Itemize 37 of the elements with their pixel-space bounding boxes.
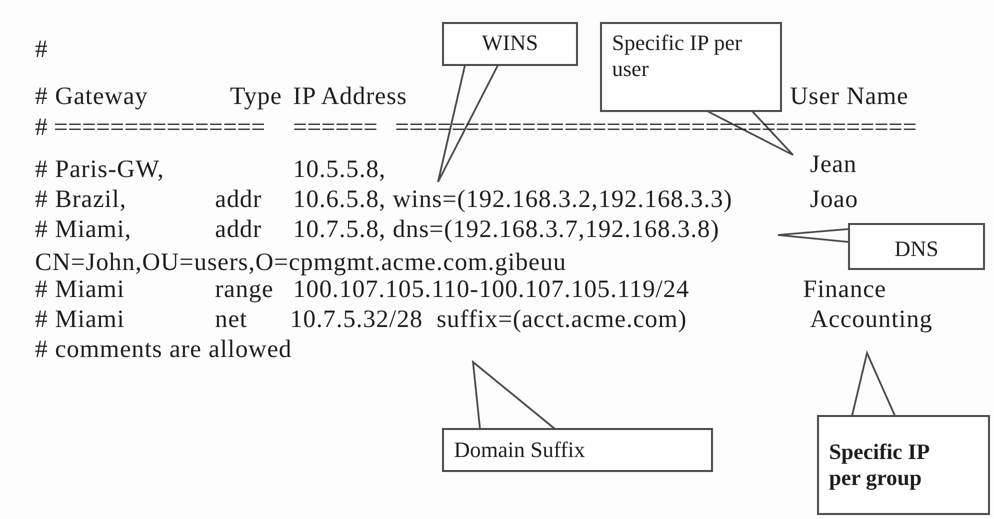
- config-text: # Miami,: [35, 215, 132, 245]
- config-text: Finance: [803, 275, 886, 305]
- config-text: Jean: [810, 150, 857, 180]
- config-text: # comments are allowed: [35, 335, 292, 365]
- config-text: # Paris-GW,: [35, 155, 164, 185]
- callout-text: Specific IP per group: [829, 439, 930, 491]
- config-text: 100.107.105.110-100.107.105.119/24: [293, 276, 690, 305]
- config-text: addr: [215, 185, 262, 215]
- config-text: Joao: [810, 185, 858, 215]
- callout-text: WINS: [482, 30, 538, 56]
- config-text: 10.5.5.8,: [293, 155, 386, 185]
- config-text: Accounting: [810, 305, 933, 335]
- config-text: # Gateway: [35, 82, 148, 112]
- separator-line-text: ======: [293, 113, 378, 143]
- config-text: 10.6.5.8, wins=(192.168.3.2,192.168.3.3): [293, 185, 732, 215]
- callout-text: Specific IP per user: [612, 30, 743, 82]
- callout-box: [442, 22, 578, 66]
- config-text: User Name: [790, 82, 909, 112]
- config-text: addr: [215, 215, 262, 245]
- callout-box: [600, 22, 782, 112]
- config-text: CN=John,OU=users,O=cpmgmt.acme.com.gibeuu: [35, 248, 566, 278]
- config-text: 10.7.5.8, dns=(192.168.3.7,192.168.3.8): [293, 215, 720, 245]
- config-text: Type: [230, 82, 282, 112]
- config-text: # Miami: [35, 305, 125, 335]
- separator-line-text: # ===============: [35, 113, 266, 143]
- config-text: IP Address: [293, 82, 408, 112]
- config-text: 10.7.5.32/28 suffix=(acct.acme.com): [290, 305, 687, 335]
- callout-box: [442, 428, 713, 472]
- config-text: net: [215, 305, 248, 335]
- callout-text: Domain Suffix: [454, 437, 585, 463]
- callout-box: [848, 223, 985, 270]
- config-text: range: [215, 276, 274, 305]
- callout-box: [817, 415, 990, 515]
- callout-text: DNS: [894, 236, 938, 262]
- config-text: # Brazil,: [35, 185, 126, 215]
- config-text: #: [35, 35, 48, 65]
- config-text: # Miami: [35, 276, 125, 305]
